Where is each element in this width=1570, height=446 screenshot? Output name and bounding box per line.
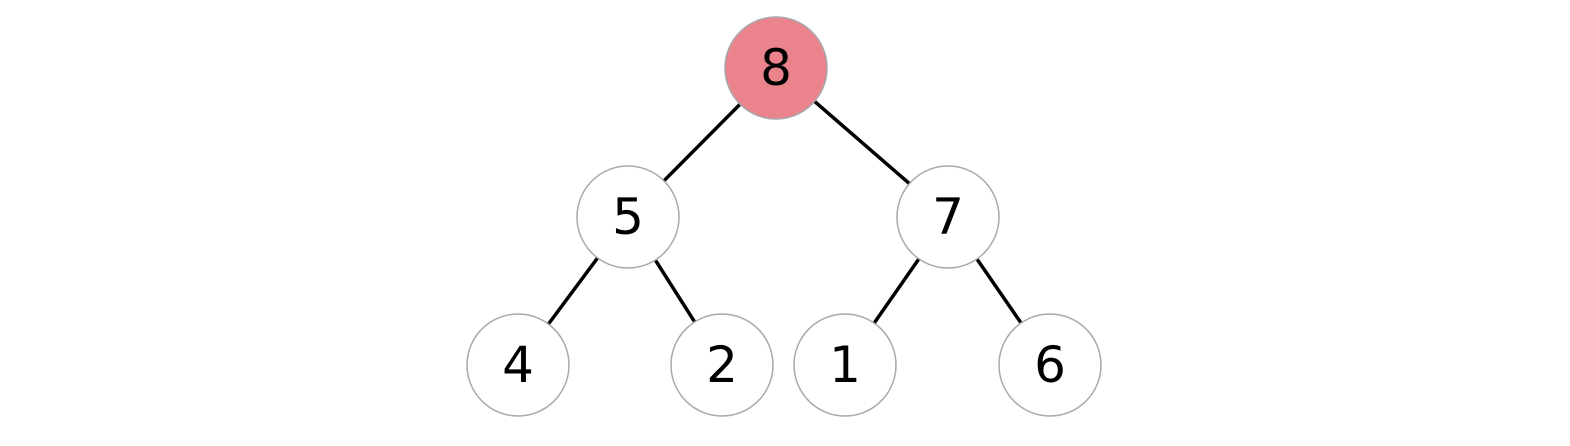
node-circle [998,313,1102,417]
tree-node-5: 5 [576,165,680,269]
node-circle [576,165,680,269]
tree-node-4: 4 [466,313,570,417]
node-label: 2 [706,336,738,394]
tree-node-2: 2 [670,313,774,417]
node-label: 1 [829,336,861,394]
tree-node-7: 7 [896,165,1000,269]
node-circle [793,313,897,417]
node-circle-highlighted [724,16,828,120]
node-label: 8 [760,39,792,97]
node-label: 7 [932,188,964,246]
node-label: 5 [612,188,644,246]
node-circle [670,313,774,417]
tree-node-1: 1 [793,313,897,417]
tree-node-8: 8 [724,16,828,120]
node-circle [896,165,1000,269]
node-label: 4 [502,336,534,394]
tree-node-6: 6 [998,313,1102,417]
node-label: 6 [1034,336,1066,394]
node-circle [466,313,570,417]
